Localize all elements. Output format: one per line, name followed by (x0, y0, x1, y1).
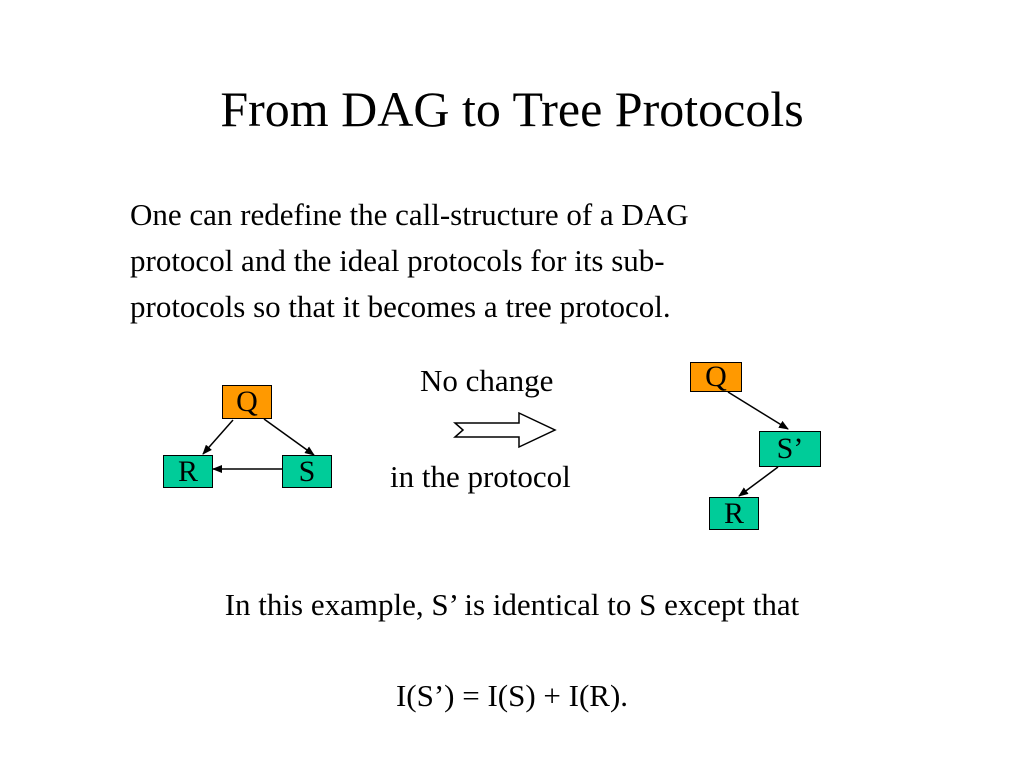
dag-node-q: Q (222, 385, 272, 419)
intro-line: protocols so that it becomes a tree prot… (130, 289, 671, 324)
dag-edge-q-s (263, 418, 315, 456)
hollow-right-arrow (453, 411, 557, 449)
tree-edge-q-s-prime (727, 391, 789, 430)
intro-line: protocol and the ideal protocols for its… (130, 243, 665, 278)
intro-paragraph: One can redefine the call-structure of a… (130, 192, 870, 330)
dag-node-s: S (282, 455, 332, 488)
formula: I(S’) = I(S) + I(R). (395, 678, 629, 713)
tree-node-r: R (709, 497, 759, 530)
transform-label-top: No change (420, 363, 554, 398)
tree-node-q: Q (690, 362, 742, 392)
intro-line: One can redefine the call-structure of a… (130, 197, 689, 232)
tree-node-s-prime: S’ (759, 431, 821, 467)
dag-node-r: R (163, 455, 213, 488)
slide-title: From DAG to Tree Protocols (220, 81, 804, 137)
transform-label-bottom: in the protocol (390, 459, 571, 494)
example-sentence: In this example, S’ is identical to S ex… (224, 587, 800, 622)
dag-edge-q-r (202, 419, 234, 455)
tree-edge-s-prime-r (738, 466, 779, 497)
